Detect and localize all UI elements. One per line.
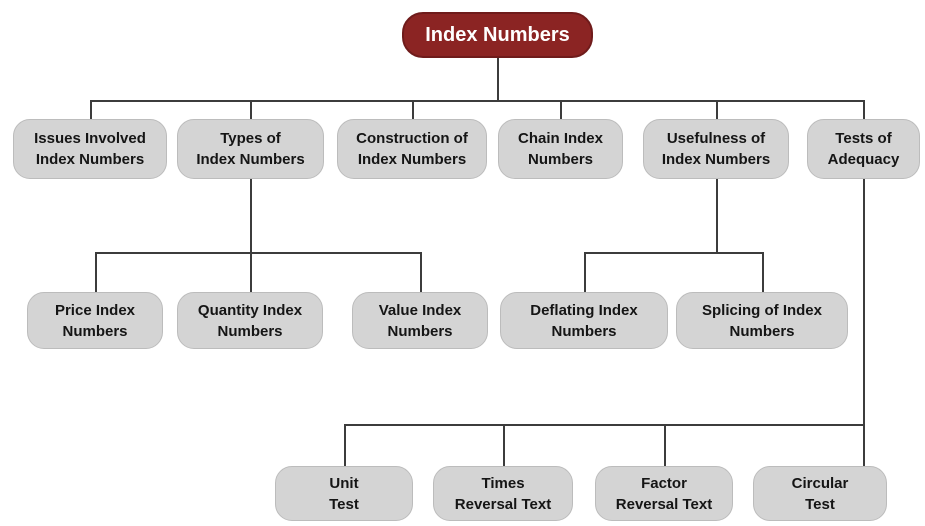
node-tests-of-adequacy: Tests of Adequacy (807, 119, 920, 179)
node-circular-test: Circular Test (753, 466, 887, 521)
connector-stub-splicing (762, 252, 764, 292)
connector-stub-times (503, 424, 505, 466)
node-label-line2: Numbers (62, 322, 128, 340)
connector-usefulness-rail (584, 252, 763, 254)
node-label-line1: Unit (329, 474, 359, 492)
node-label-line1: Price Index (54, 301, 136, 319)
connector-level2-rail (90, 100, 864, 102)
node-label-line1: Tests of (835, 130, 892, 147)
node-label-line2: Index Numbers (35, 151, 145, 168)
connector-types-vertical (250, 179, 252, 252)
connector-stub-construction (412, 100, 414, 119)
node-label-line1: Circular (791, 474, 849, 492)
connector-stub-price (95, 252, 97, 292)
node-label-line1: Factor (641, 474, 687, 492)
node-unit-test: Unit Test (275, 466, 413, 521)
connector-stub-unit (344, 424, 346, 466)
node-label-line2: Numbers (387, 322, 453, 340)
node-label-line2: Index Numbers (357, 151, 467, 168)
connector-stub-chain (560, 100, 562, 119)
node-label-line2: Reversal Text (615, 495, 713, 513)
node-label-line2: Reversal Text (454, 495, 552, 513)
node-index-numbers: Index Numbers (402, 12, 593, 58)
connector-types-rail (95, 252, 421, 254)
node-label-line1: Issues Involved (34, 130, 146, 147)
connector-root-vertical (497, 58, 499, 100)
node-types-of-index-numbers: Types of Index Numbers (177, 119, 324, 179)
node-label-line2: Index Numbers (196, 151, 305, 168)
node-label-line2: Test (329, 495, 359, 513)
node-label-line1: Types of (220, 130, 281, 147)
node-factor-reversal-text: Factor Reversal Text (595, 466, 733, 521)
connector-usefulness-vertical (716, 179, 718, 252)
connector-stub-value (420, 252, 422, 292)
node-label-line1: Deflating Index (530, 301, 638, 319)
node-deflating-index-numbers: Deflating Index Numbers (500, 292, 668, 349)
node-usefulness-of-index-numbers: Usefulness of Index Numbers (643, 119, 789, 179)
connector-stub-usefulness (716, 100, 718, 119)
node-issues-involved-index-numbers: Issues Involved Index Numbers (13, 119, 167, 179)
node-label-line2: Numbers (551, 322, 617, 340)
node-label-line1: Times (481, 474, 525, 492)
node-construction-of-index-numbers: Construction of Index Numbers (337, 119, 487, 179)
node-label-line1: Construction of (356, 130, 468, 147)
node-quantity-index-numbers: Quantity Index Numbers (177, 292, 323, 349)
node-label-line2: Index Numbers (661, 151, 771, 168)
connector-tests-rail (344, 424, 864, 426)
connector-stub-tests (863, 100, 865, 119)
node-label-line2: Numbers (217, 322, 283, 340)
node-label-line1: Quantity Index (197, 301, 303, 319)
node-label-line1: Value Index (378, 301, 462, 319)
connector-stub-types (250, 100, 252, 119)
node-label-line1: Splicing of Index (701, 301, 822, 319)
node-times-reversal-text: Times Reversal Text (433, 466, 573, 521)
connector-stub-factor (664, 424, 666, 466)
node-label-line2: Numbers (527, 151, 594, 168)
node-chain-index-numbers: Chain Index Numbers (498, 119, 623, 179)
node-value-index-numbers: Value Index Numbers (352, 292, 488, 349)
node-price-index-numbers: Price Index Numbers (27, 292, 163, 349)
node-label-line1: Chain Index (517, 130, 603, 147)
node-label-line2: Adequacy (827, 151, 900, 168)
node-label-line2: Test (805, 495, 835, 513)
connector-tests-vertical (863, 179, 865, 466)
node-label-line1: Usefulness of (666, 130, 766, 147)
connector-stub-quantity (250, 252, 252, 292)
node-splicing-of-index-numbers: Splicing of Index Numbers (676, 292, 848, 349)
node-label-line2: Numbers (729, 322, 795, 340)
connector-stub-deflating (584, 252, 586, 292)
node-label: Index Numbers (425, 24, 570, 46)
connector-stub-issues (90, 100, 92, 119)
